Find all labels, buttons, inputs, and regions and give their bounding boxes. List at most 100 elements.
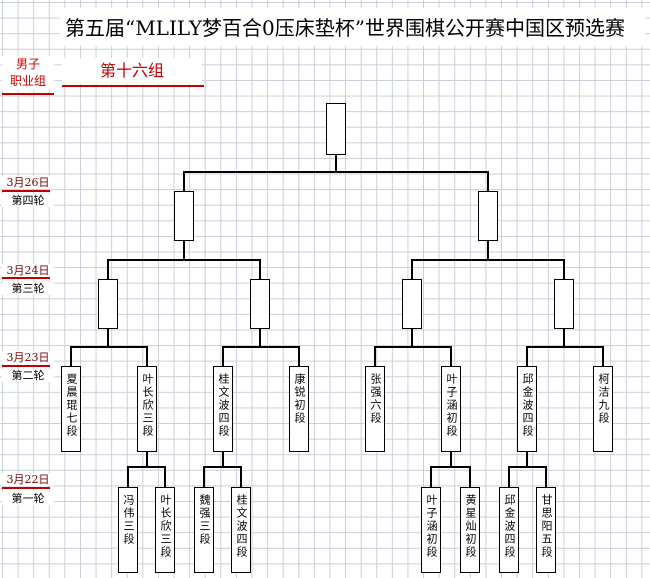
player-name: 康锐初段 — [293, 373, 306, 425]
connector-line — [222, 452, 224, 467]
quarter-box-4 — [554, 279, 574, 329]
quarter-box-1 — [98, 279, 118, 329]
connector-line — [107, 329, 109, 347]
connector-line — [450, 346, 452, 366]
round1-label: 第一轮 — [2, 492, 54, 505]
connector-line — [430, 466, 432, 487]
connector-line — [146, 346, 148, 366]
connector-line — [469, 466, 471, 487]
player-name: 叶长欣三段 — [159, 494, 172, 559]
round1-player-box: 桂文波四段 — [231, 487, 251, 573]
round2-player-box: 邱金波四段 — [517, 366, 537, 452]
round4-date: 3月26日 — [2, 176, 54, 189]
round2-player-box: 柯洁九段 — [593, 366, 613, 452]
player-name: 魏强三段 — [198, 494, 211, 546]
connector-line — [411, 259, 413, 279]
connector-line — [563, 259, 565, 279]
round1-player-box: 邱金波四段 — [499, 487, 519, 573]
player-name: 冯伟三段 — [122, 494, 135, 546]
player-name: 张强六段 — [369, 373, 382, 425]
player-name: 叶子涵初段 — [425, 494, 438, 559]
round1-player-box: 黄星灿初段 — [460, 487, 480, 573]
connector-line — [240, 466, 242, 487]
quarter-box-3 — [402, 279, 422, 329]
connector-line — [411, 329, 413, 347]
round3-underline — [2, 277, 50, 279]
connector-line — [107, 259, 261, 261]
round1-player-box: 叶长欣三段 — [155, 487, 175, 573]
category-line-1: 男子 — [15, 57, 40, 71]
round4-label: 第四轮 — [2, 194, 54, 207]
connector-line — [526, 346, 604, 348]
connector-line — [526, 346, 528, 366]
round1-underline — [2, 487, 50, 489]
connector-line — [183, 171, 489, 173]
player-name: 夏晨琨七段 — [65, 373, 78, 438]
player-name: 甘思阳五段 — [540, 494, 553, 559]
group-underline — [62, 85, 204, 87]
player-name: 桂文波四段 — [217, 373, 230, 438]
player-name: 邱金波四段 — [521, 373, 534, 438]
connector-line — [107, 259, 109, 279]
round2-underline — [2, 365, 50, 367]
round3-date: 3月24日 — [2, 264, 54, 277]
player-name: 叶子涵初段 — [445, 373, 458, 438]
connector-line — [487, 241, 489, 260]
round3-label: 第三轮 — [2, 282, 54, 295]
connector-line — [203, 466, 205, 487]
category-label: 男子 职业组 — [2, 56, 54, 90]
player-name: 桂文波四段 — [235, 494, 248, 559]
connector-line — [374, 346, 376, 366]
player-name: 黄星灿初段 — [464, 494, 477, 559]
semifinal-box-left — [174, 191, 194, 241]
connector-line — [335, 155, 337, 172]
title-backdrop — [60, 8, 645, 46]
round1-player-box: 魏强三段 — [194, 487, 214, 573]
winner-box — [326, 103, 346, 155]
connector-line — [222, 346, 224, 366]
round2-player-box: 夏晨琨七段 — [61, 366, 81, 452]
player-name: 柯洁九段 — [597, 373, 610, 425]
connector-line — [450, 452, 452, 467]
connector-line — [127, 466, 166, 468]
group-label: 第十六组 — [62, 58, 202, 84]
connector-line — [508, 466, 510, 487]
quarter-box-2 — [250, 279, 270, 329]
connector-line — [70, 346, 72, 366]
connector-line — [203, 466, 242, 468]
connector-line — [526, 452, 528, 467]
round2-player-box: 叶子涵初段 — [441, 366, 461, 452]
round2-player-box: 康锐初段 — [289, 366, 309, 452]
round2-player-box: 桂文波四段 — [213, 366, 233, 452]
category-line-2: 职业组 — [9, 74, 46, 88]
page-title: 第五届“MLILY梦百合0压床垫杯”世界围棋公开赛中国区预选赛 — [64, 16, 626, 40]
connector-line — [545, 466, 547, 487]
connector-line — [374, 346, 452, 348]
round4-underline — [2, 190, 50, 192]
connector-line — [508, 466, 547, 468]
connector-line — [602, 346, 604, 366]
player-name: 叶长欣三段 — [141, 373, 154, 438]
connector-line — [222, 346, 300, 348]
round2-label: 第二轮 — [2, 369, 54, 382]
round2-player-box: 张强六段 — [365, 366, 385, 452]
round1-date: 3月22日 — [2, 473, 54, 486]
category-underline — [2, 93, 54, 95]
round1-player-box: 冯伟三段 — [118, 487, 138, 573]
player-name: 邱金波四段 — [503, 494, 516, 559]
connector-line — [183, 241, 185, 260]
round2-player-box: 叶长欣三段 — [137, 366, 157, 452]
connector-line — [487, 171, 489, 191]
connector-line — [411, 259, 565, 261]
connector-line — [563, 329, 565, 347]
connector-line — [164, 466, 166, 487]
round2-date: 3月23日 — [2, 351, 54, 364]
connector-line — [298, 346, 300, 366]
connector-line — [430, 466, 471, 468]
connector-line — [183, 171, 185, 191]
round1-player-box: 叶子涵初段 — [421, 487, 441, 573]
round1-player-box: 甘思阳五段 — [536, 487, 556, 573]
connector-line — [259, 259, 261, 279]
connector-line — [259, 329, 261, 347]
